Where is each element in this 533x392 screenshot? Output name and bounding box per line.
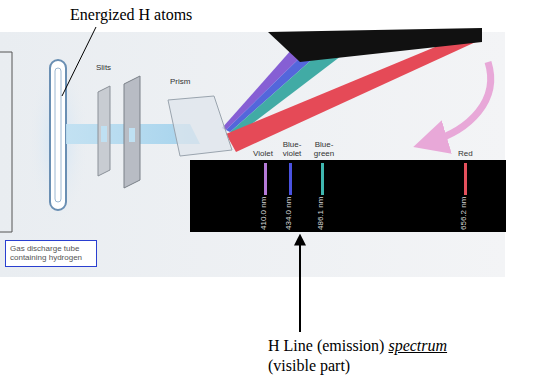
leader-line [62, 27, 96, 96]
legend-box: Gas discharge tube containing hydrogen [5, 240, 97, 267]
color-name: Red [458, 150, 473, 159]
wavelength-label: 410.0 nm [260, 197, 269, 230]
wavelength-label: 434.0 nm [285, 197, 294, 230]
callout-label: Energized H atoms [70, 6, 192, 24]
spectrum-strip [190, 160, 506, 232]
color-name: Blue-green [310, 141, 338, 159]
slit-opening [129, 128, 135, 142]
curved-arrow [430, 62, 491, 142]
part-name: Slits [96, 64, 111, 73]
caption-text: spectrum [388, 337, 447, 355]
red-line [464, 163, 467, 195]
box-text: Gas discharge tube containing hydrogen [10, 244, 92, 262]
caption-text: H Line (emission) [268, 337, 384, 355]
color-name: Blue-violet [279, 141, 305, 159]
prism [168, 96, 232, 156]
tube-inner [55, 68, 61, 202]
slit-plate [124, 76, 140, 188]
blue-violet-line [289, 163, 292, 195]
color-name: Violet [253, 150, 273, 159]
slit-opening [101, 126, 107, 142]
caption-text: (visible part) [268, 357, 350, 375]
apparatus-frame [0, 52, 12, 232]
discharge-tube [50, 60, 66, 210]
caption-arrow [299, 236, 301, 332]
wavelength-label: 486.1 nm [317, 197, 326, 230]
screen [268, 28, 482, 62]
slit-plate [98, 86, 110, 176]
wavelength-label: 656.2 nm [460, 197, 469, 230]
part-name: Prism [170, 78, 190, 87]
blue-green-line [321, 163, 324, 195]
violet-line [264, 163, 267, 195]
